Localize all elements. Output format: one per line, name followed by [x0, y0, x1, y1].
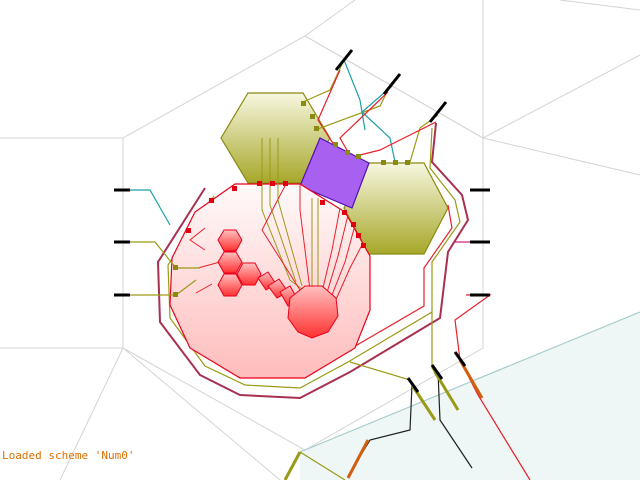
node[interactable]: [301, 101, 306, 106]
violet-junction-border: [299, 137, 370, 209]
wire: [325, 214, 349, 297]
cell-border: [0, 137, 124, 349]
cluster-hex[interactable]: [217, 273, 243, 297]
wire-olive: [302, 59, 345, 103]
wire: [261, 183, 301, 291]
wire-olive: [114, 241, 200, 269]
cluster-hex[interactable]: [217, 251, 243, 274]
node[interactable]: [381, 160, 386, 165]
wire-red: [317, 69, 341, 146]
cell-border: [559, 0, 640, 11]
node[interactable]: [342, 210, 347, 215]
olive-nodes[interactable]: [173, 101, 410, 297]
wire-teal: [343, 59, 366, 131]
terminal-pin[interactable]: [453, 351, 467, 367]
wire: [321, 207, 341, 293]
wire: [269, 138, 297, 283]
wire-olive: [283, 451, 302, 480]
wire-orange: [346, 439, 370, 479]
node[interactable]: [186, 228, 191, 233]
wire: [197, 261, 221, 269]
node[interactable]: [310, 114, 315, 119]
node[interactable]: [356, 154, 361, 159]
olive-hex-right[interactable]: [343, 162, 449, 255]
wire-olive: [299, 451, 346, 480]
right-connectors: [454, 189, 492, 361]
cluster-hex[interactable]: [217, 229, 243, 252]
node[interactable]: [345, 150, 350, 155]
wire: [195, 283, 213, 294]
cell-border: [59, 347, 124, 480]
node[interactable]: [361, 243, 366, 248]
cell-border: [482, 137, 640, 176]
top-connectors: [302, 59, 439, 163]
red-cluster[interactable]: [217, 229, 339, 339]
bottom-connectors: [283, 312, 531, 480]
violet-junction[interactable]: [300, 138, 369, 208]
wire-teal: [361, 85, 396, 163]
wire: [333, 244, 363, 305]
node[interactable]: [351, 222, 356, 227]
node[interactable]: [257, 181, 262, 186]
node[interactable]: [283, 181, 288, 186]
node[interactable]: [209, 198, 214, 203]
terminal-pin[interactable]: [430, 364, 444, 380]
node[interactable]: [270, 181, 275, 186]
cluster-core[interactable]: [287, 285, 339, 339]
terminal-pin[interactable]: [428, 101, 448, 123]
wire-olive: [314, 81, 393, 131]
outer-ring-olive: [167, 127, 461, 389]
wire: [299, 184, 311, 291]
cluster-hex[interactable]: [236, 262, 262, 286]
terminal-pin[interactable]: [382, 73, 402, 95]
region-wiring-red: [189, 183, 363, 305]
node[interactable]: [173, 292, 178, 297]
terminals[interactable]: [114, 49, 490, 393]
water-area: [300, 312, 640, 480]
node[interactable]: [393, 160, 398, 165]
node[interactable]: [333, 142, 338, 147]
wire-red: [339, 91, 389, 153]
wire-teal: [114, 189, 171, 226]
node[interactable]: [405, 160, 410, 165]
wire-black: [437, 371, 473, 469]
water-border: [299, 311, 640, 453]
node[interactable]: [356, 233, 361, 238]
node[interactable]: [314, 126, 319, 131]
wire-red: [454, 294, 492, 361]
node[interactable]: [232, 186, 237, 191]
node[interactable]: [320, 200, 325, 205]
terminal-pin[interactable]: [406, 377, 420, 393]
outer-ring-magenta: [156, 122, 470, 400]
wire: [189, 227, 206, 251]
cell-border: [304, 0, 356, 37]
terminal-pin[interactable]: [334, 49, 354, 71]
red-nodes[interactable]: [186, 181, 366, 248]
wire: [329, 224, 356, 301]
node[interactable]: [173, 265, 178, 270]
wire-olive: [433, 371, 460, 411]
cell-border: [122, 347, 281, 480]
wire: [261, 138, 311, 296]
wire-red: [359, 121, 437, 156]
